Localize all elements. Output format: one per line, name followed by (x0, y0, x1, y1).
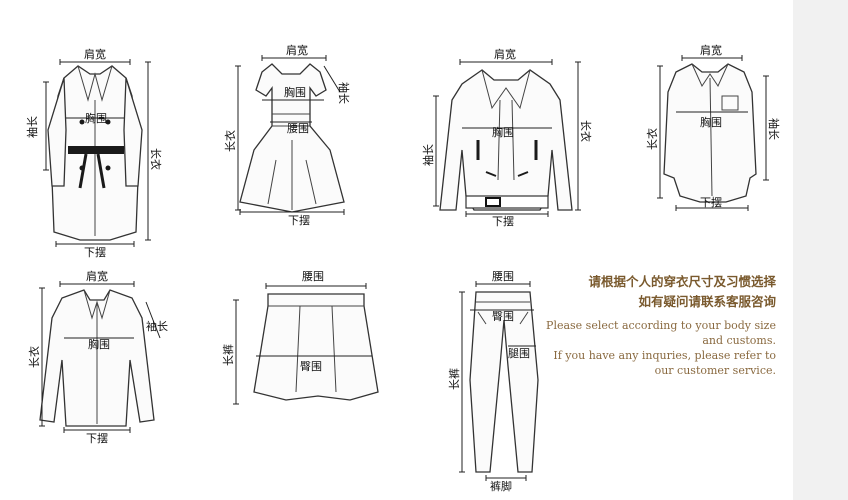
label-chest: 胸围 (88, 337, 110, 351)
label-chest: 胸围 (492, 125, 514, 139)
label-sleeve: 袖长 (146, 319, 168, 333)
label-shoulder: 肩宽 (286, 43, 308, 57)
label-cuff: 裤脚 (490, 479, 512, 493)
label-waist: 腰围 (492, 270, 514, 283)
notice-en-line-1: Please select according to your body siz… (546, 319, 776, 332)
garment-skirt (253, 293, 379, 401)
label-chest: 胸围 (284, 85, 306, 99)
notice-cn-line-2: 如有疑问请联系客服咨询 (638, 294, 776, 309)
label-chest: 胸围 (85, 111, 107, 125)
label-shoulder: 肩宽 (700, 43, 722, 57)
label-shoulder: 肩宽 (84, 47, 106, 61)
label-length: 长衣 (27, 346, 41, 368)
measure-line (145, 301, 161, 339)
label-waist: 腰围 (287, 122, 309, 135)
label-hip: 臀围 (300, 360, 322, 373)
label-length: 长衣 (223, 130, 237, 152)
label-sleeve: 袖长 (25, 116, 39, 138)
label-pants-length: 长裤 (447, 368, 461, 390)
garment-shirt (663, 63, 757, 203)
label-length: 长衣 (579, 120, 593, 142)
label-hem: 下摆 (86, 431, 108, 445)
label-thigh: 腿围 (508, 347, 530, 360)
garment-trousers (469, 291, 539, 473)
notice-cn-line-1: 请根据个人的穿衣尺寸及习惯选择 (588, 274, 776, 289)
garment-jacket (39, 289, 155, 427)
label-waist: 腰围 (302, 270, 324, 283)
label-shoulder: 肩宽 (494, 47, 516, 61)
size-guide-diagram: 肩宽 胸围 袖长 长衣 下摆 肩宽 胸围 腰围 袖长 长衣 下摆 (25, 43, 781, 493)
notice-en-line-2: and customs. (702, 334, 776, 347)
label-hem: 下摆 (492, 214, 514, 228)
label-chest: 胸围 (700, 115, 722, 129)
label-hem: 下摆 (84, 245, 106, 259)
label-sleeve: 袖长 (421, 144, 435, 166)
label-length: 长衣 (645, 128, 659, 150)
label-sleeve: 袖长 (337, 82, 351, 104)
notice-en-line-4: our customer service. (654, 364, 776, 377)
garment-trench-coat (47, 65, 143, 241)
label-shoulder: 肩宽 (86, 269, 108, 283)
measure-line (323, 65, 341, 93)
label-length: 长衣 (149, 148, 163, 170)
size-selection-notice: 请根据个人的穿衣尺寸及习惯选择 如有疑问请联系客服咨询 Please selec… (540, 272, 776, 378)
label-sleeve: 袖长 (767, 118, 781, 140)
right-margin-strip (793, 0, 848, 500)
label-hip: 臀围 (492, 310, 514, 323)
notice-en-line-3: If you have any inquries, please refer t… (553, 349, 776, 362)
label-pants-length: 长裤 (221, 344, 235, 366)
garment-dress (239, 63, 345, 213)
garment-leather-jacket (439, 69, 573, 211)
label-hem: 下摆 (288, 213, 310, 227)
label-hem: 下摆 (700, 195, 722, 209)
